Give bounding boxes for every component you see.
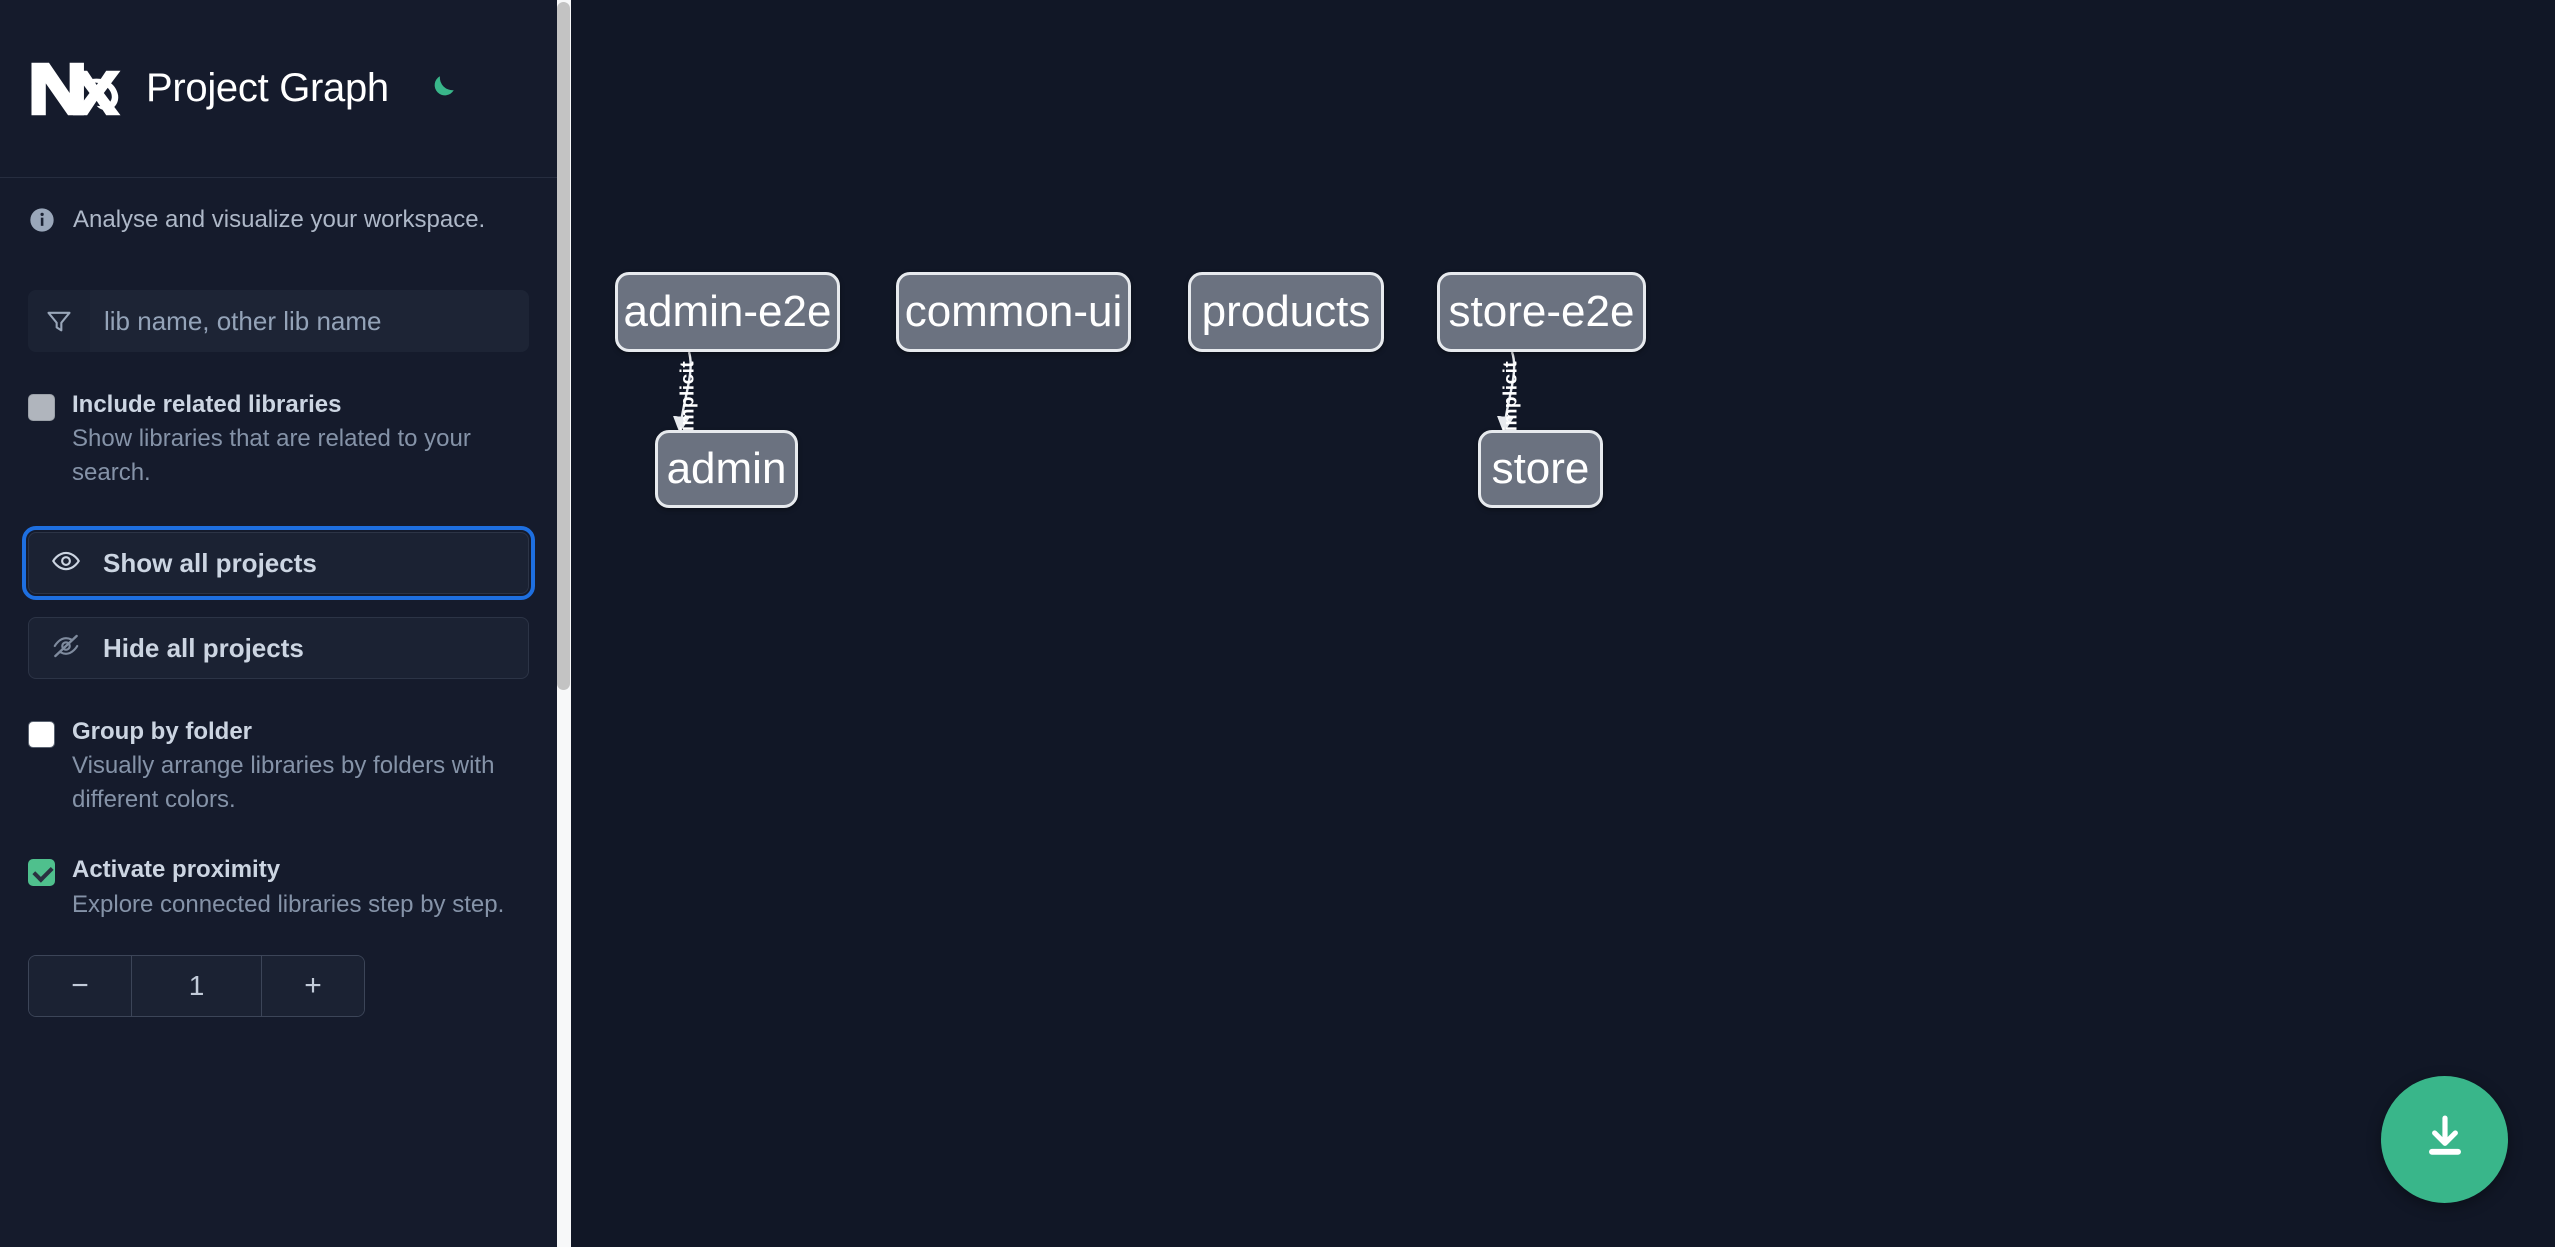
workspace-info: Analyse and visualize your workspace. — [0, 178, 557, 262]
node-label: admin-e2e — [623, 287, 832, 336]
checkbox-group-by-folder[interactable] — [28, 721, 55, 749]
sidebar-header: Project Graph — [0, 0, 557, 178]
edge-label-admin-implicit: implicit — [677, 360, 699, 432]
search-input[interactable] — [90, 290, 529, 352]
graph-node-store[interactable]: store — [1478, 430, 1603, 508]
graph-node-common-ui[interactable]: common-ui — [896, 272, 1131, 352]
proximity-stepper: − 1 + — [28, 954, 365, 1017]
search-box[interactable] — [28, 290, 529, 352]
checkbox-activate-proximity[interactable] — [28, 859, 55, 887]
checkbox-include-related-libraries[interactable] — [28, 394, 55, 421]
sidebar-scrollbar-thumb[interactable] — [557, 2, 570, 690]
option-include-related-libraries: Include related libraries Show libraries… — [0, 388, 557, 490]
graph-node-admin[interactable]: admin — [655, 430, 798, 508]
graph-node-store-e2e[interactable]: store-e2e — [1437, 272, 1646, 352]
moon-icon[interactable] — [419, 67, 463, 111]
download-graph-button[interactable] — [2381, 1076, 2508, 1203]
filter-icon — [28, 290, 90, 352]
download-icon — [2418, 1110, 2472, 1169]
eye-off-icon — [51, 631, 81, 666]
node-label: store-e2e — [1448, 287, 1635, 336]
node-label: common-ui — [904, 287, 1123, 336]
stepper-value: 1 — [132, 955, 261, 1016]
option-description: Explore connected libraries step by step… — [72, 890, 505, 918]
workspace-info-text: Analyse and visualize your workspace. — [73, 206, 486, 233]
stepper-increment-button[interactable]: + — [261, 955, 364, 1016]
option-description: Visually arrange libraries by folders wi… — [72, 752, 495, 814]
option-group-by-folder: Group by folder Visually arrange librari… — [0, 715, 557, 817]
node-label: store — [1491, 444, 1590, 493]
option-title: Activate proximity — [72, 856, 281, 884]
graph-edges — [672, 351, 1516, 434]
show-all-projects-label: Show all projects — [103, 547, 317, 578]
edge-label-store-implicit: implicit — [1500, 360, 1522, 432]
sidebar: Project Graph Analyse and visualize your… — [0, 0, 557, 1247]
graph-canvas[interactable]: admin-e2e common-ui products store-e2e a… — [557, 0, 2555, 1247]
info-circle-icon — [28, 206, 56, 234]
eye-icon — [51, 546, 81, 581]
node-label: admin — [666, 444, 787, 493]
nx-logo-icon — [28, 58, 124, 120]
show-all-projects-button[interactable]: Show all projects — [22, 526, 535, 601]
node-label: products — [1201, 287, 1371, 336]
option-description: Show libraries that are related to your … — [72, 425, 471, 487]
option-title: Include related libraries — [72, 391, 342, 418]
hide-all-projects-button[interactable]: Hide all projects — [28, 617, 529, 680]
hide-all-projects-label: Hide all projects — [103, 632, 304, 663]
stepper-decrement-button[interactable]: − — [29, 955, 132, 1016]
option-title: Group by folder — [72, 718, 252, 746]
graph-node-admin-e2e[interactable]: admin-e2e — [615, 272, 840, 352]
graph-node-products[interactable]: products — [1188, 272, 1384, 352]
page-title: Project Graph — [146, 66, 389, 110]
option-activate-proximity: Activate proximity Explore connected lib… — [0, 853, 557, 921]
